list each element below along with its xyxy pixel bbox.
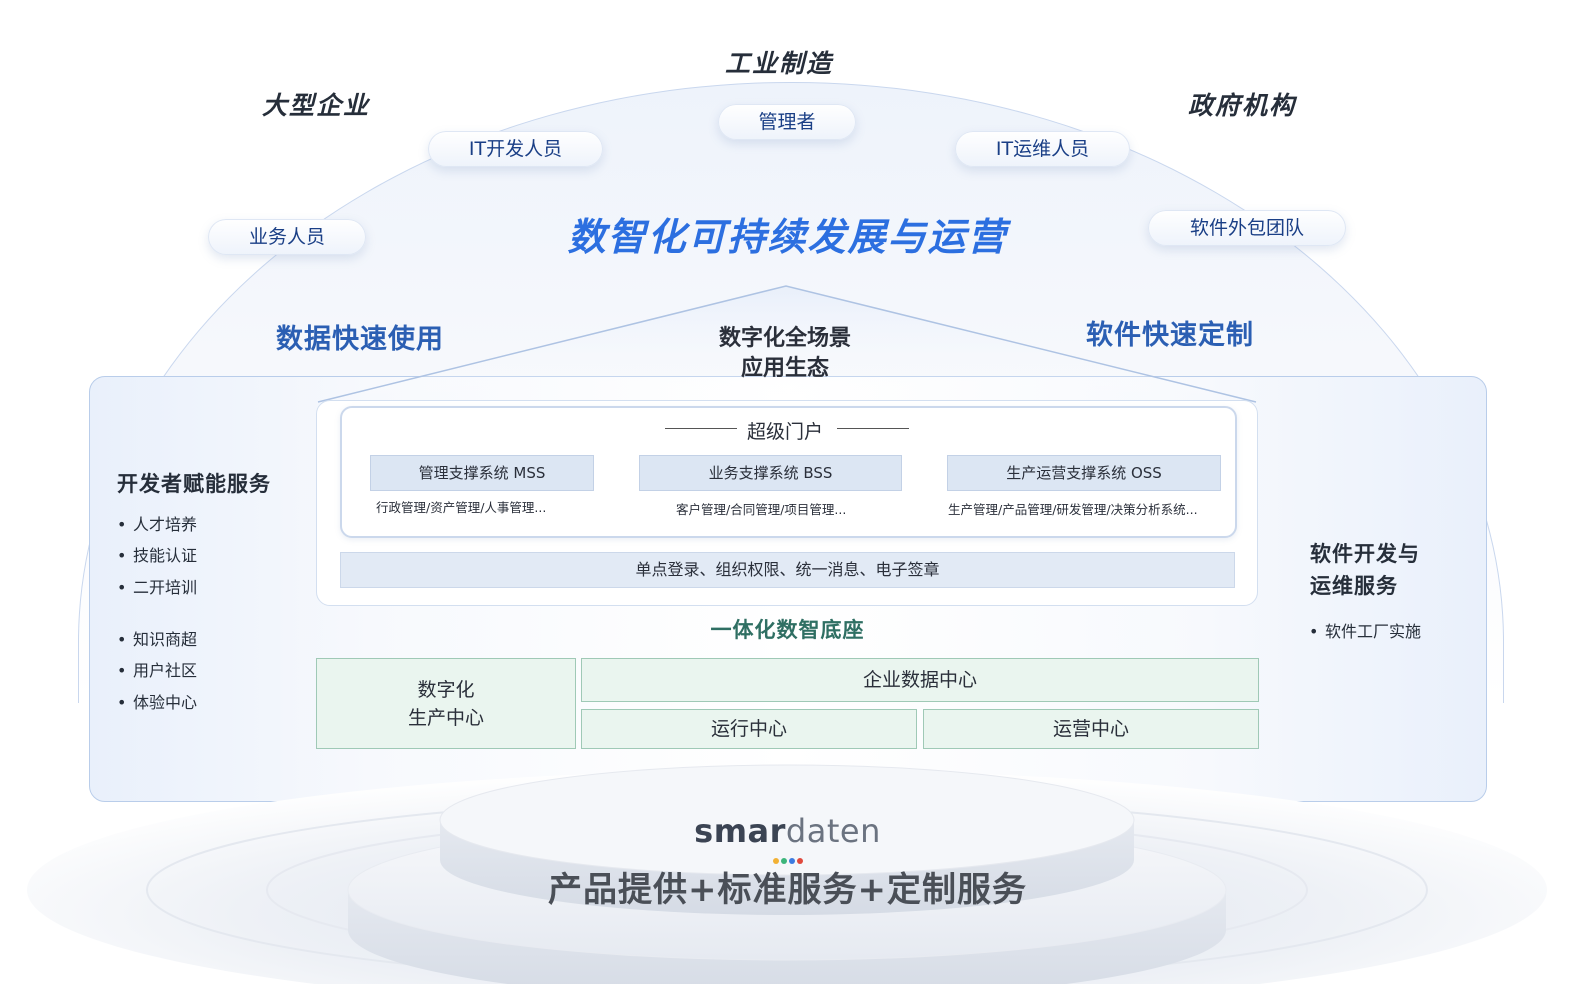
developer-service-item: •技能认证	[117, 546, 198, 565]
developer-service-item: •知识商超	[117, 630, 198, 649]
portal-title: 超级门户	[746, 421, 823, 443]
side-title-software-customization: 软件快速定制	[1086, 320, 1254, 351]
logo-dot	[772, 858, 779, 864]
logo-dots	[640, 840, 935, 864]
software-service-item: •软件工厂实施	[1309, 622, 1422, 641]
developer-service-item: •体验中心	[117, 693, 198, 712]
smardaten-logo: smardaten	[640, 812, 935, 864]
production-center-line-1: 数字化	[417, 679, 475, 701]
system-oss: 生产运营支撑系统 OSS	[947, 455, 1221, 491]
footer-tagline: 产品提供+标准服务+定制服务	[548, 870, 1027, 910]
software-services-heading-line-1: 软件开发与	[1310, 542, 1420, 566]
role-it-operations: IT运维人员	[955, 131, 1130, 167]
developer-service-item: •用户社区	[117, 661, 198, 680]
logo-bold-part: smar	[694, 812, 786, 850]
logo-dot	[788, 858, 795, 864]
portal-title-line-left	[665, 428, 737, 429]
sector-industrial-manufacturing: 工业制造	[725, 49, 834, 78]
logo-dot	[780, 858, 787, 864]
system-mss-desc: 行政管理/资产管理/人事管理...	[376, 500, 547, 515]
side-title-data-usage: 数据快速使用	[276, 324, 444, 355]
developer-service-item: •人才培养	[117, 515, 198, 534]
sector-government: 政府机构	[1188, 91, 1297, 120]
enterprise-data-center: 企业数据中心	[581, 658, 1259, 702]
system-bss: 业务支撑系统 BSS	[639, 455, 902, 491]
ecosystem-line-1: 数字化全场景	[718, 326, 851, 351]
role-manager: 管理者	[718, 104, 856, 140]
base-title: 一体化数智底座	[710, 618, 865, 642]
role-outsourcing-team: 软件外包团队	[1148, 210, 1346, 246]
operations-center: 运营中心	[923, 709, 1259, 749]
system-mss: 管理支撑系统 MSS	[370, 455, 594, 491]
system-bss-desc: 客户管理/合同管理/项目管理...	[676, 502, 847, 517]
software-services-heading-line-2: 运维服务	[1310, 574, 1398, 598]
developer-service-item: •二开培训	[117, 578, 198, 597]
sso-bar: 单点登录、组织权限、统一消息、电子签章	[340, 552, 1235, 588]
ecosystem-label: 数字化全场景 应用生态	[660, 324, 910, 384]
logo-dot	[796, 858, 803, 864]
run-center: 运行中心	[581, 709, 917, 749]
software-services-heading: 软件开发与 运维服务	[1310, 538, 1420, 602]
role-it-developer: IT开发人员	[428, 131, 603, 167]
portal-title-line-right	[837, 428, 909, 429]
role-business: 业务人员	[208, 219, 366, 255]
system-oss-desc: 生产管理/产品管理/研发管理/决策分析系统...	[948, 502, 1198, 517]
production-center-line-2: 生产中心	[407, 707, 484, 729]
sector-large-enterprise: 大型企业	[262, 91, 371, 120]
ecosystem-line-2: 应用生态	[740, 356, 829, 381]
logo-light-part: daten	[785, 812, 881, 850]
developer-services-heading: 开发者赋能服务	[117, 472, 271, 496]
production-center: 数字化 生产中心	[316, 658, 576, 749]
main-title: 数智化可持续发展与运营	[567, 215, 1008, 259]
